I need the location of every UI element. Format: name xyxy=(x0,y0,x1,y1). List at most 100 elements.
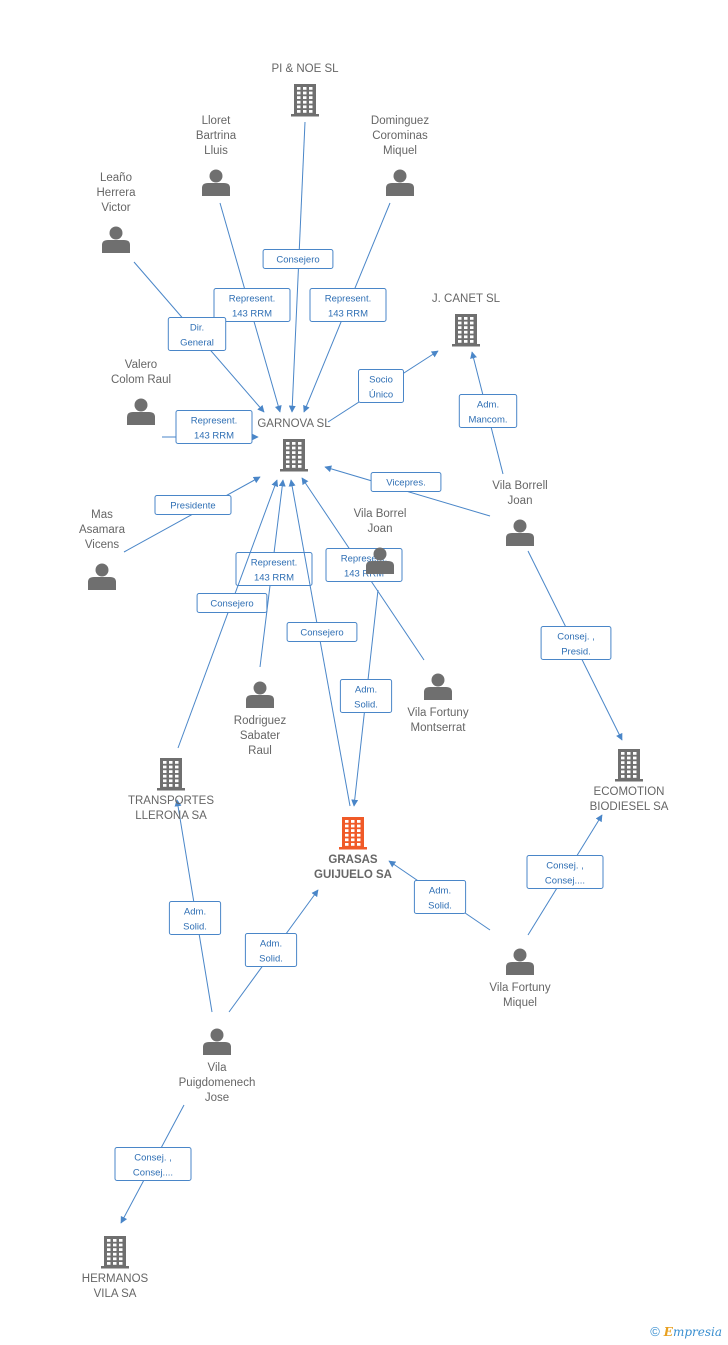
edge-label[interactable]: Represent. 143 RRM xyxy=(309,288,387,322)
node-label: VILA SA xyxy=(94,1288,137,1300)
edge-label-text: Solid. xyxy=(354,700,378,711)
node-label: Joan xyxy=(508,495,533,507)
edge-vilaborrell-ecomotion: Consej. ,Presid. xyxy=(527,550,623,741)
edge-label-box xyxy=(235,552,313,586)
edge-label-box xyxy=(114,1147,192,1181)
building-icon xyxy=(291,84,319,117)
edge-label[interactable]: Represent. 143 RRM xyxy=(235,552,313,586)
edge-label-text: 143 RRM xyxy=(254,573,294,584)
building-icon xyxy=(339,817,367,850)
node-label: Valero xyxy=(125,359,157,371)
edge-label-text: Solid. xyxy=(183,922,207,933)
node-label: Miquel xyxy=(383,145,417,157)
node-label: PI & NOE SL xyxy=(271,63,339,75)
person-icon xyxy=(424,673,452,700)
edge-label-box xyxy=(413,880,467,914)
edge-label-text: Represent. xyxy=(191,416,237,427)
node-label: Montserrat xyxy=(411,722,467,734)
node-label: Leaño xyxy=(100,172,132,184)
edge-label-text: Socio xyxy=(369,375,393,386)
edge-label-box xyxy=(244,933,298,967)
edge-label[interactable]: Consejero xyxy=(196,593,268,613)
node-label: Jose xyxy=(205,1092,229,1104)
edge-label[interactable]: Consej. ,Consej.... xyxy=(114,1147,192,1181)
person-icon xyxy=(246,681,274,708)
edge-label[interactable]: Adm. Solid. xyxy=(168,901,222,935)
node-pinoe[interactable]: PI & NOE SL xyxy=(271,63,339,117)
node-garnova[interactable]: GARNOVA SL xyxy=(257,418,331,472)
edge-label-box xyxy=(154,495,232,515)
edge-vilafortunyq-grasas: Adm.Solid. xyxy=(388,860,491,931)
edge-label[interactable]: Adm.Mancom. xyxy=(458,394,518,428)
node-label: Vila Fortuny xyxy=(489,982,550,994)
edge-grasas-garnova: Consejero xyxy=(286,479,358,807)
empresia-logo[interactable]: Empresia xyxy=(663,1324,722,1339)
edge-label[interactable]: Presidente xyxy=(154,495,232,515)
edge-label-box xyxy=(370,472,442,492)
node-label: Asamara xyxy=(79,524,126,536)
person-icon xyxy=(88,563,116,590)
edge-label[interactable]: Adm.Solid. xyxy=(244,933,298,967)
edge-label[interactable]: Represent.143 RRM xyxy=(175,410,253,444)
edge-label-text: Represent. xyxy=(251,558,297,569)
edge-label[interactable]: Adm.Solid. xyxy=(413,880,467,914)
edge-puigdomenech-transportes: Adm. Solid. xyxy=(168,799,222,1013)
edge-label[interactable]: Adm. Solid. xyxy=(339,679,393,713)
edge-label-box xyxy=(358,369,404,403)
edge-label[interactable]: Consej. ,Consej.... xyxy=(526,855,604,889)
edge-label-text: Adm. xyxy=(355,685,377,696)
copyright-symbol: © xyxy=(650,1324,660,1339)
edge-label-text: Solid. xyxy=(259,954,283,965)
footer-brand: © Empresia xyxy=(650,1324,722,1339)
node-label: GUIJUELO SA xyxy=(314,869,392,881)
node-label: Vicens xyxy=(85,539,120,551)
person-icon xyxy=(203,1028,231,1055)
edge-leano-garnova: Dir.General xyxy=(133,261,265,413)
building-icon xyxy=(101,1236,129,1269)
edge-label-text: Consej.... xyxy=(133,1168,173,1179)
edge-label[interactable]: Vicepres. xyxy=(370,472,442,492)
edge-label-box xyxy=(196,593,268,613)
edge-transportes-garnova: Consejero xyxy=(177,479,279,749)
edge-label[interactable]: Consejero xyxy=(262,249,334,269)
edge-vilafortunyq-ecomotion: Consej. ,Consej.... xyxy=(526,814,604,936)
node-label: J. CANET SL xyxy=(432,293,501,305)
edge-label-text: 143 RRM xyxy=(328,309,368,320)
edge-label[interactable]: Dir.General xyxy=(167,317,227,351)
node-label: Vila Borrel xyxy=(354,508,407,520)
edge-label-text: Consejero xyxy=(300,628,343,639)
edge-label-text: Represent. xyxy=(325,294,371,305)
edge-vilaborrell-garnova: Vicepres. xyxy=(324,465,491,517)
node-label: Vila Borrell xyxy=(492,480,547,492)
edge-label-text: Solid. xyxy=(428,901,452,912)
edge-label-text: Adm. xyxy=(184,907,206,918)
edge-valero-garnova: Represent.143 RRM xyxy=(162,410,259,444)
edge-label-text: Dir. xyxy=(190,323,204,334)
edge-label[interactable]: Represent.143 RRM xyxy=(213,288,291,322)
edge-label[interactable]: Consej. ,Presid. xyxy=(540,626,612,660)
edge-label-box xyxy=(309,288,387,322)
person-icon xyxy=(102,226,130,253)
node-label: LLERONA SA xyxy=(135,810,207,822)
node-canet[interactable]: J. CANET SL xyxy=(432,293,501,347)
edge-label[interactable]: Consejero xyxy=(286,622,358,642)
edge-vilaborrell-canet: Adm.Mancom. xyxy=(458,351,518,475)
